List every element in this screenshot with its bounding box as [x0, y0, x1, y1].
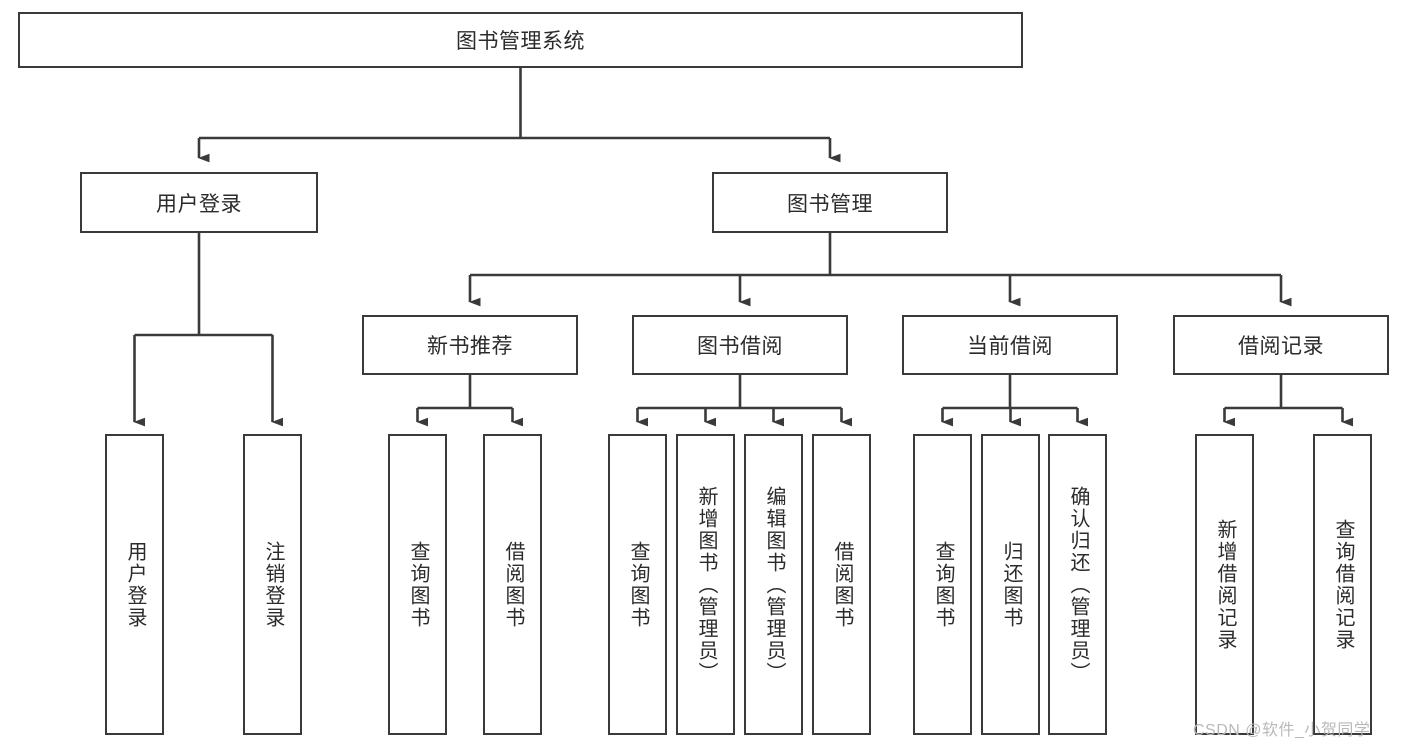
leaf-query-book-current[interactable]: 查询图书	[913, 434, 972, 735]
node-book-borrow-label: 图书借阅	[697, 335, 783, 358]
leaf-add-borrow-record[interactable]: 新增借阅记录	[1195, 434, 1254, 735]
leaf-query-book-rec[interactable]: 查询图书	[388, 434, 447, 735]
node-borrow-record-label: 借阅记录	[1238, 335, 1324, 358]
leaf-label: 编辑图书（管理员）	[763, 485, 785, 684]
node-user-login[interactable]: 用户登录	[80, 172, 318, 233]
node-current-borrow[interactable]: 当前借阅	[902, 315, 1118, 375]
leaf-label: 注销登录	[262, 540, 284, 629]
leaf-logout[interactable]: 注销登录	[243, 434, 302, 735]
leaf-edit-book-admin[interactable]: 编辑图书（管理员）	[744, 434, 803, 735]
leaf-label: 新增图书（管理员）	[695, 485, 717, 684]
leaf-add-book-admin[interactable]: 新增图书（管理员）	[676, 434, 735, 735]
leaf-label: 归还图书	[1000, 540, 1022, 629]
node-borrow-record[interactable]: 借阅记录	[1173, 315, 1389, 375]
leaf-label: 新增借阅记录	[1214, 518, 1236, 651]
leaf-label: 查询图书	[407, 540, 429, 629]
node-book-management[interactable]: 图书管理	[712, 172, 948, 233]
node-root-label: 图书管理系统	[456, 30, 585, 53]
edge-group-root	[197, 68, 841, 163]
leaf-confirm-return-admin[interactable]: 确认归还（管理员）	[1048, 434, 1107, 735]
leaf-return-book[interactable]: 归还图书	[981, 434, 1040, 735]
leaf-label: 用户登录	[124, 540, 146, 629]
leaf-label: 借阅图书	[502, 540, 524, 629]
leaf-borrow-book[interactable]: 借阅图书	[812, 434, 871, 735]
leaf-label: 借阅图书	[831, 540, 853, 629]
leaf-borrow-book-rec[interactable]: 借阅图书	[483, 434, 542, 735]
leaf-label: 查询图书	[627, 540, 649, 629]
leaf-query-borrow-record[interactable]: 查询借阅记录	[1313, 434, 1372, 735]
watermark: CSDN @软件_小贺同学	[1193, 722, 1371, 739]
edge-group-book-management	[468, 233, 1292, 307]
node-current-borrow-label: 当前借阅	[967, 335, 1053, 358]
node-root[interactable]: 图书管理系统	[18, 12, 1023, 68]
node-book-management-label: 图书管理	[787, 192, 873, 216]
edge-group-new-book-rec	[416, 375, 523, 427]
edge-group-current-borrow	[941, 375, 1088, 427]
edge-group-user-login	[133, 233, 283, 427]
edge-group-borrow-record	[1223, 375, 1353, 427]
node-book-borrow[interactable]: 图书借阅	[632, 315, 848, 375]
node-new-book-recommend-label: 新书推荐	[427, 335, 513, 358]
leaf-label: 确认归还（管理员）	[1067, 485, 1089, 684]
leaf-query-book-borrow[interactable]: 查询图书	[608, 434, 667, 735]
leaf-label: 查询图书	[932, 540, 954, 629]
leaf-label: 查询借阅记录	[1332, 518, 1354, 651]
node-new-book-recommend[interactable]: 新书推荐	[362, 315, 578, 375]
node-user-login-label: 用户登录	[156, 192, 242, 216]
edge-group-book-borrow	[636, 375, 852, 427]
leaf-user-login[interactable]: 用户登录	[105, 434, 164, 735]
